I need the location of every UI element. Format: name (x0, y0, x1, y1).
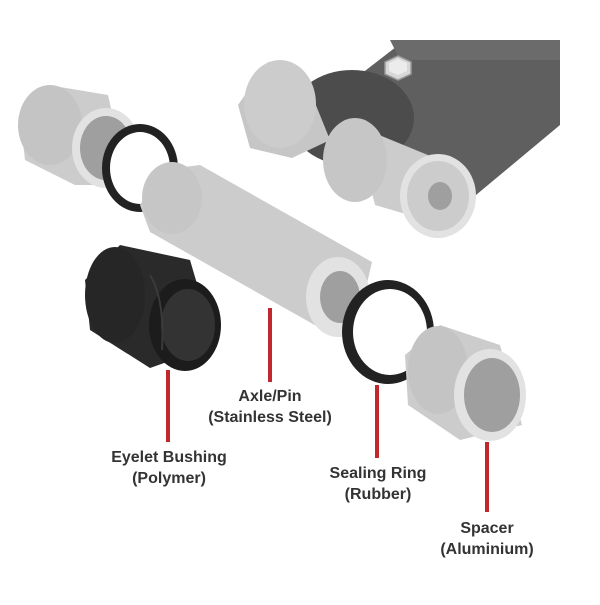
label-sealing-ring-name: Sealing Ring (329, 465, 427, 482)
label-bushing-material: (Polymer) (132, 470, 206, 487)
label-sealing-ring-material: (Rubber) (344, 486, 412, 503)
label-sealing-ring: Sealing Ring (Rubber) (318, 463, 438, 505)
label-spacer-name: Spacer (460, 520, 514, 537)
bracket-left-stub (238, 60, 330, 158)
label-spacer: Spacer (Aluminium) (427, 518, 547, 560)
label-bushing-name: Eyelet Bushing (111, 449, 227, 466)
label-eyelet-bushing: Eyelet Bushing (Polymer) (94, 447, 244, 489)
label-spacer-material: (Aluminium) (440, 541, 534, 558)
eyelet-bushing (85, 245, 221, 371)
axle-pin (140, 162, 372, 337)
label-axle-name: Axle/Pin (238, 388, 302, 405)
label-axle-material: (Stainless Steel) (208, 409, 332, 426)
bolt-nut (384, 55, 412, 81)
bracket-axle-end (323, 118, 476, 238)
leader-lines (166, 308, 489, 512)
label-axle-pin: Axle/Pin (Stainless Steel) (200, 386, 340, 428)
right-spacer (405, 325, 526, 441)
